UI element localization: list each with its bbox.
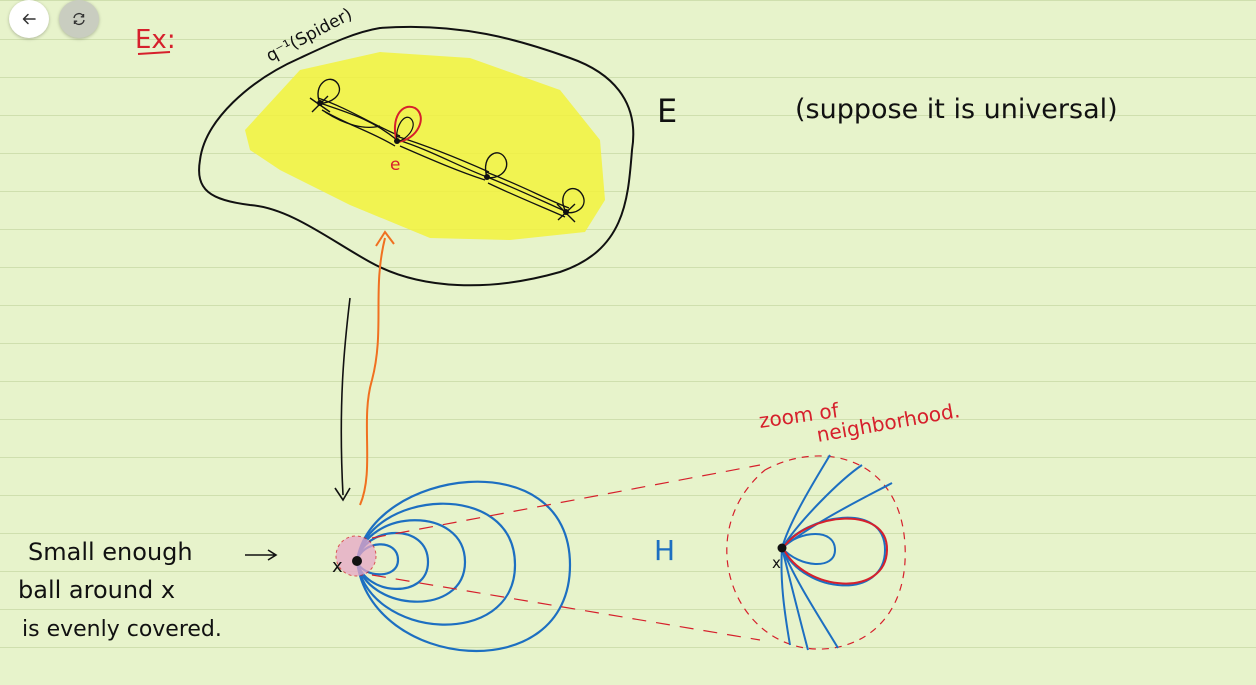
zoom-curves	[780, 454, 893, 651]
zoom-circle	[726, 455, 906, 650]
zoom-line-bottom	[371, 574, 761, 641]
loop-at-e	[394, 105, 422, 143]
example-label: Ex:	[135, 25, 176, 55]
neighborhood-ball	[335, 535, 377, 577]
lift-arrow	[359, 237, 386, 506]
point-e-label: e	[390, 155, 400, 175]
space-E-label: E	[657, 92, 677, 130]
preimage-label: q⁻¹(Spider)	[263, 4, 356, 66]
sync-button[interactable]	[59, 0, 99, 38]
projection-arrow	[340, 297, 351, 496]
space-H-label: H	[654, 534, 675, 567]
back-arrow-icon	[22, 13, 36, 25]
spider-vertices	[317, 100, 569, 215]
zoom-red-loop	[782, 517, 889, 585]
zoom-point-x-dot	[777, 543, 787, 553]
assumption-note: (suppose it is universal)	[795, 94, 1118, 125]
example-underline	[137, 51, 171, 55]
small-ball-line1: Small enough	[28, 538, 193, 566]
small-ball-line3: is evenly covered.	[22, 617, 222, 642]
point-x-dot	[352, 556, 362, 566]
zoom-point-x-label: x	[772, 554, 781, 572]
zoom-line-top	[371, 464, 761, 539]
point-x-label: x	[332, 556, 343, 577]
small-ball-line2: ball around x	[18, 576, 175, 604]
back-button[interactable]	[9, 0, 49, 38]
sync-icon	[73, 12, 85, 26]
space-E-outline	[198, 25, 635, 287]
pointer-arrow	[245, 549, 278, 561]
